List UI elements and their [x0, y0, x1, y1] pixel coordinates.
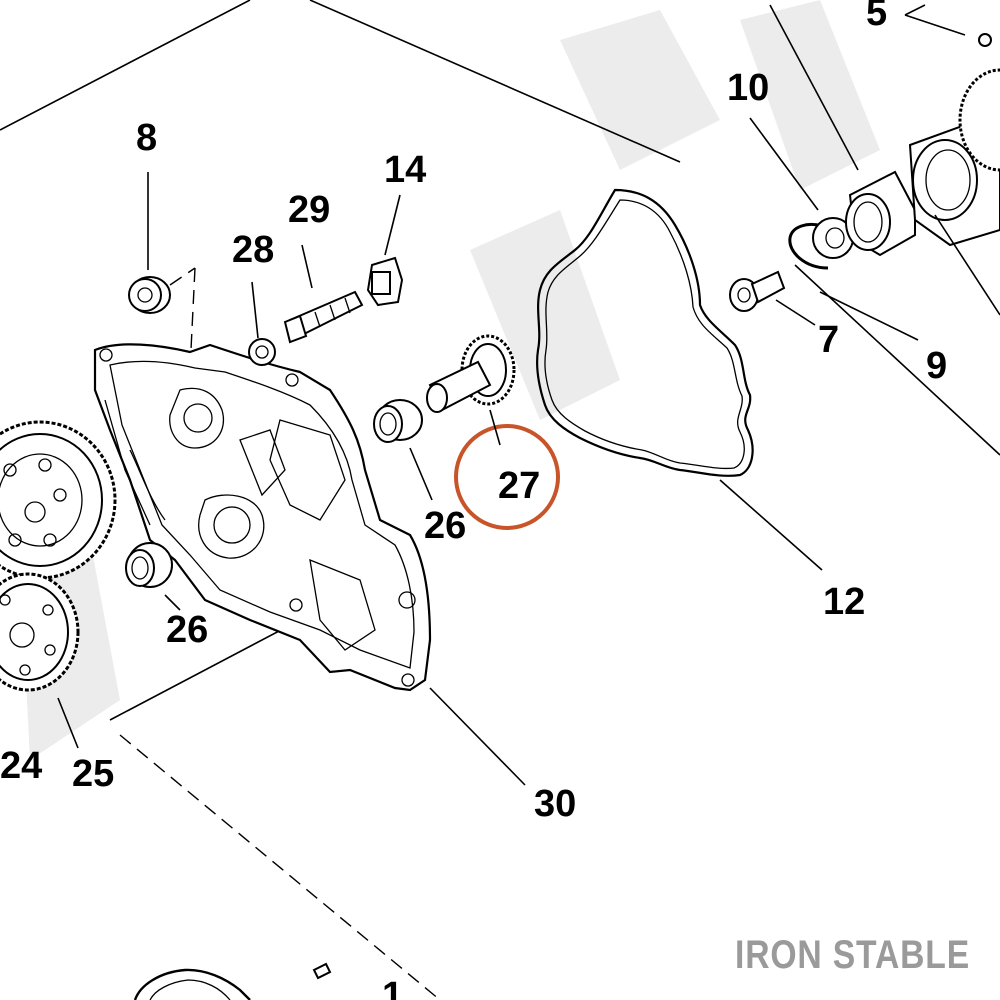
brand-watermark: IRON STABLE: [735, 933, 970, 977]
label-part-10: 10: [727, 67, 769, 109]
gear-shaft-27: [426, 334, 516, 413]
clutch-hub: [845, 170, 916, 257]
label-part-1: 1: [382, 975, 403, 1000]
gear-top-right: [958, 68, 1000, 172]
bolt-7: [729, 270, 786, 312]
gear-14: [366, 256, 404, 307]
leader-lines: [57, 4, 1000, 786]
crankcase-cover-30: [93, 343, 432, 692]
circlip-9: [788, 223, 829, 270]
cover-bottom: [133, 968, 251, 1000]
gasket-12: [536, 188, 754, 477]
label-part-27: 27: [498, 465, 540, 507]
label-part-28: 28: [232, 229, 274, 271]
label-part-30: 30: [534, 783, 576, 825]
label-part-29: 29: [288, 189, 330, 231]
label-part-26-left: 26: [166, 609, 208, 651]
highlight-circle-27: [454, 424, 560, 530]
bearing-26-top: [373, 399, 423, 443]
shaft-29: [283, 290, 364, 344]
label-part-25: 25: [72, 753, 114, 795]
label-part-14: 14: [384, 149, 426, 191]
seal-28: [248, 338, 276, 366]
screw-5: [978, 33, 992, 47]
part-labels: 5 8 10 14 29 28 7 9 27 26 26 12 24 25 30…: [0, 0, 947, 1000]
pin-bottom: [312, 962, 332, 980]
label-part-9: 9: [926, 345, 947, 387]
gear-25: [0, 572, 80, 692]
label-part-7: 7: [818, 319, 839, 361]
bearing-8: [128, 276, 171, 314]
label-part-5: 5: [866, 0, 887, 34]
label-part-12: 12: [823, 581, 865, 623]
label-part-8: 8: [136, 117, 157, 159]
label-part-26-top: 26: [424, 505, 466, 547]
label-part-24: 24: [0, 745, 42, 787]
boundary-lines: [0, 0, 681, 1000]
gear-24: [0, 420, 117, 580]
bearing-26-left: [125, 542, 173, 588]
